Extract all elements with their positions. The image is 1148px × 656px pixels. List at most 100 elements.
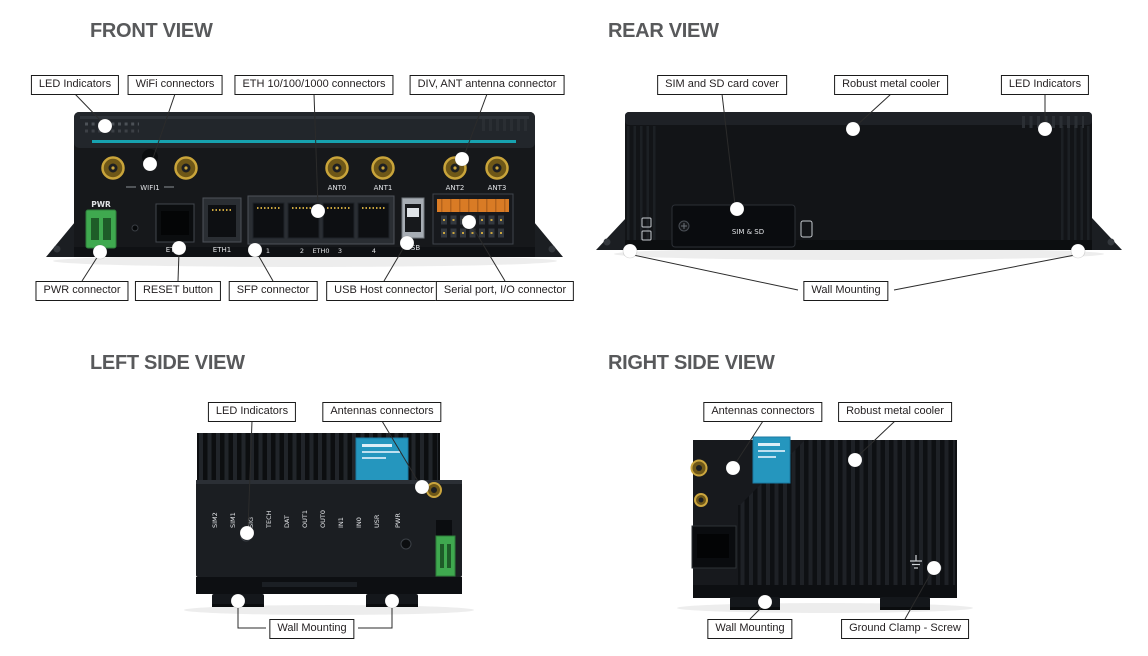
led-label: PWR [394, 513, 402, 528]
side-port-module [691, 525, 737, 569]
wifi-sma-connector [174, 156, 198, 180]
leader-line [383, 246, 405, 282]
led-label: OUT1 [301, 510, 309, 528]
ant3-port-label: ANT3 [488, 184, 507, 192]
led-label: SIG [247, 517, 255, 528]
right-device-illustration [677, 420, 973, 620]
callout-robust-metal-cooler: Robust metal cooler [838, 402, 952, 422]
callout-robust-metal-cooler: Robust metal cooler [834, 75, 948, 95]
side-antenna-connector [426, 482, 442, 498]
wifi-sma-connector [101, 156, 125, 180]
led-label: DAT [283, 515, 291, 528]
callout-wall-mounting: Wall Mounting [707, 619, 793, 639]
callout-wall-mounting: Wall Mounting [803, 281, 889, 301]
callout-eth-connectors: ETH 10/100/1000 connectors [234, 75, 394, 95]
mounting-foot [880, 597, 930, 610]
leader-line [749, 606, 763, 620]
callout-marker [247, 242, 263, 258]
eth0-port-label: ETH0 [312, 247, 329, 255]
teal-accent-stripe [92, 140, 516, 143]
sd-card-icon [800, 220, 813, 238]
side-power-connector [435, 535, 456, 577]
leader-line [463, 93, 488, 157]
callout-marker [757, 594, 773, 610]
left-side-view-title: LEFT SIDE VIEW [90, 352, 245, 374]
front-view-section: FRONT VIEW [0, 0, 580, 330]
sim2-icon [641, 230, 652, 241]
led-label: OUT0 [319, 510, 327, 528]
ant1-port-label: ANT1 [374, 184, 393, 192]
reset-hole [131, 224, 139, 232]
led-label: USR [373, 514, 381, 528]
callout-serial-io-connector: Serial port, I/O connector [435, 281, 575, 301]
callout-reset-button: RESET button [134, 281, 222, 301]
pwr-port-label: PWR [91, 200, 111, 209]
leader-line [74, 93, 104, 124]
callout-marker [926, 560, 942, 576]
callout-marker [92, 244, 108, 260]
front-view-title: FRONT VIEW [90, 20, 213, 42]
callout-led-indicators: LED Indicators [30, 75, 120, 95]
led-label: SIM1 [229, 512, 237, 528]
callout-marker [414, 479, 430, 495]
ethernet-port-eth1 [202, 197, 242, 243]
blue-product-label [355, 437, 409, 483]
callout-marker [1070, 243, 1086, 259]
sim-sd-cover [671, 204, 796, 248]
power-terminal-block [85, 209, 117, 249]
leader-line [856, 420, 896, 458]
callout-marker [1037, 121, 1053, 137]
callout-marker [729, 201, 745, 217]
leader-line [313, 93, 319, 208]
leader-line [855, 93, 892, 127]
eth0-port4-label: 4 [372, 247, 376, 255]
callout-antennas-connectors: Antennas connectors [322, 402, 442, 422]
right-side-view-section: RIGHT SIDE VIEW [580, 330, 1148, 656]
callout-pwr-connector: PWR connector [35, 281, 129, 301]
eth0-port2-label: 2 [300, 247, 304, 255]
left-device-illustration: SIM2 SIM1 SIG TECH DAT OUT1 OUT0 IN1 IN0… [184, 420, 474, 629]
callout-marker [399, 235, 415, 251]
right-device-base [693, 585, 957, 610]
callout-sim-sd-cover: SIM and SD card cover [657, 75, 787, 95]
leader-line [247, 420, 253, 530]
sfp-cage-eth2 [155, 203, 195, 243]
callout-marker [454, 151, 470, 167]
ant0-port-label: ANT0 [328, 184, 347, 192]
callout-marker [97, 118, 113, 134]
sim1-icon [641, 217, 652, 228]
led-label: IN0 [355, 517, 363, 528]
callout-marker [725, 460, 741, 476]
leader-line [256, 252, 274, 282]
eth1-port-label: ETH1 [213, 246, 231, 254]
callout-wifi-connectors: WiFi connectors [127, 75, 223, 95]
blue-product-label [752, 436, 791, 484]
leader-line [734, 420, 764, 465]
callout-marker [239, 525, 255, 541]
callout-marker [384, 593, 400, 609]
leader-line [151, 93, 176, 162]
wifi1-port-label: WIFI1 [140, 184, 160, 192]
device-shadow [184, 605, 474, 615]
leader-line [632, 254, 799, 291]
leader-line [358, 607, 393, 629]
callout-marker [622, 243, 638, 259]
callout-antennas-connectors: Antennas connectors [703, 402, 823, 422]
callout-marker [230, 593, 246, 609]
right-side-view-title: RIGHT SIDE VIEW [608, 352, 775, 374]
ant3-sma-connector [485, 156, 509, 180]
callout-div-ant-connector: DIV, ANT antenna connector [409, 75, 565, 95]
usb-port [401, 197, 425, 239]
leader-line [81, 255, 99, 282]
led-label: IN1 [337, 517, 345, 528]
callout-marker [142, 156, 158, 172]
side-antenna-connector [690, 459, 708, 477]
ethernet-port-block-eth0 [247, 195, 395, 245]
rear-view-section: REAR VIEW SIM & SD [580, 0, 1148, 330]
side-module [436, 520, 452, 536]
callout-ground-clamp-screw: Ground Clamp - Screw [841, 619, 969, 639]
callout-usb-host-connector: USB Host connector [326, 281, 442, 301]
rear-device-illustration: SIM & SD [596, 93, 1122, 291]
callout-led-indicators: LED Indicators [1000, 75, 1090, 95]
